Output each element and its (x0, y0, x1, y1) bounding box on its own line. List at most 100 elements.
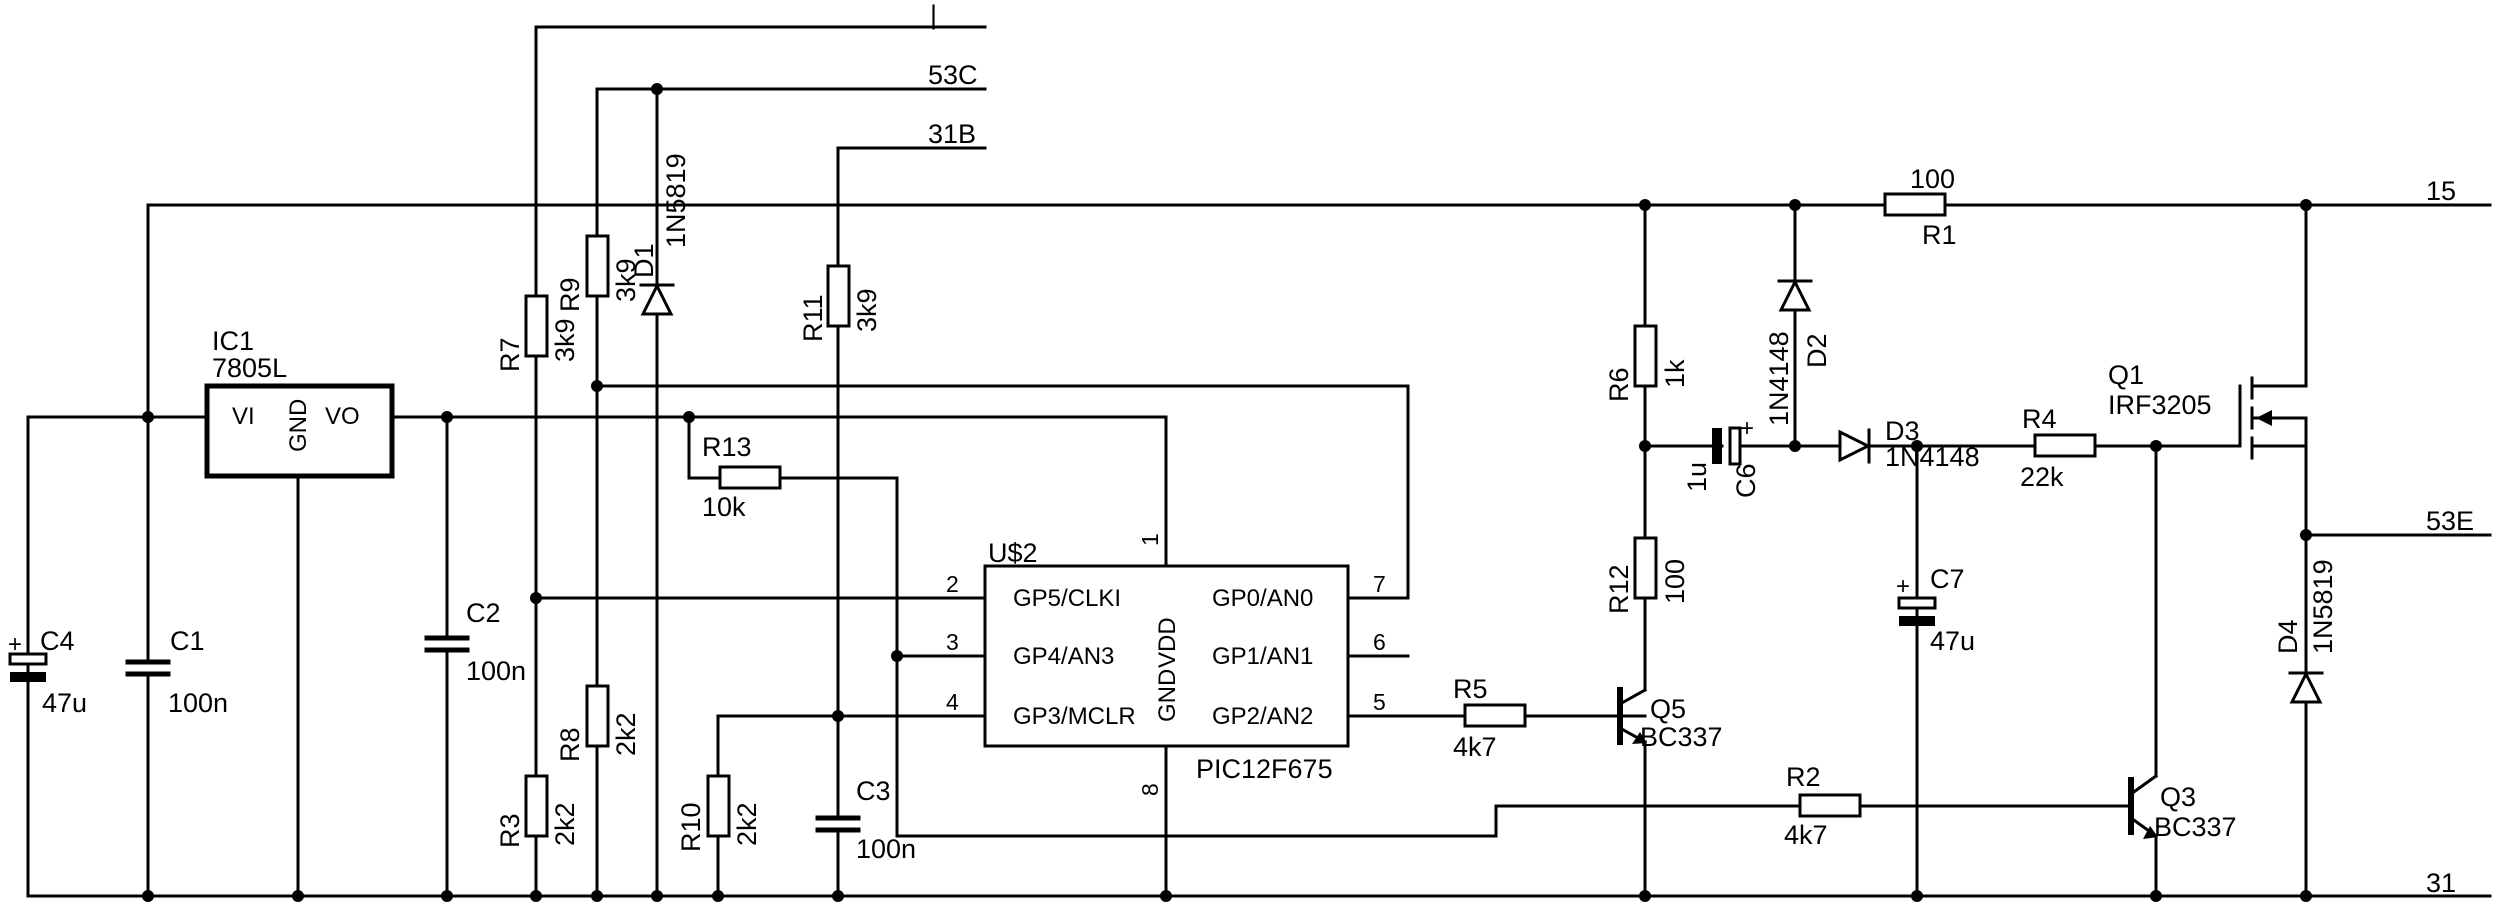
junction-dot (142, 411, 154, 423)
resistor-r1: 100 R1 (1883, 164, 1957, 250)
u2-ref: U$2 (988, 538, 1038, 568)
q5-collector (1617, 687, 1648, 707)
r7-value: 3k9 (550, 318, 580, 362)
resistor-r3: R3 2k2 (495, 774, 580, 848)
c4-plate-plus (8, 652, 48, 666)
junction-dot (712, 890, 724, 902)
ic1-regulator: IC1 7805L VI VO GND (204, 326, 395, 479)
r5-value: 4k7 (1453, 732, 1497, 762)
ic1-ref: IC1 (212, 326, 254, 356)
wires (26, 25, 2492, 898)
u2-pin-gp2: GP2/AN2 (1212, 703, 1313, 730)
d3-body (1838, 429, 1872, 463)
junction-dot (142, 890, 154, 902)
junction-dot (2150, 440, 2162, 452)
c3-ref: C3 (856, 776, 891, 806)
u2-pin-gp5: GP5/CLKI (1013, 585, 1121, 612)
d4-value: 1N5819 (2308, 559, 2338, 654)
r9-value: 3k9 (611, 258, 641, 302)
d2-ref: D2 (1802, 333, 1832, 368)
junctions (142, 83, 2312, 902)
c6-value: 1u (1682, 462, 1712, 492)
d3-value: 1N4148 (1885, 442, 1980, 472)
u2-value: PIC12F675 (1196, 754, 1333, 784)
c7-value: 47u (1930, 626, 1975, 656)
capacitor-c1: C1 100n (124, 626, 228, 718)
q1-ref: Q1 (2108, 360, 2144, 390)
r6-value: 1k (1660, 359, 1690, 388)
junction-dot (683, 411, 695, 423)
r13-value: 10k (702, 492, 746, 522)
d2-body (1778, 278, 1812, 312)
q3-emitter-arrow (2143, 826, 2158, 839)
net-label-53e: 53E (2426, 506, 2474, 536)
junction-dot (1160, 890, 1172, 902)
q3-collector (2128, 773, 2159, 797)
c6-plus-sign: + (1740, 415, 1754, 442)
u2-pin-gp0: GP0/AN0 (1212, 585, 1313, 612)
c4-plus-sign: + (8, 631, 22, 658)
r1-body (1883, 192, 1947, 217)
c1-ref: C1 (170, 626, 205, 656)
r6-ref: R6 (1604, 367, 1634, 402)
resistor-r11: R11 3k9 (798, 264, 882, 342)
r2-body (1798, 793, 1862, 818)
r4-value: 22k (2020, 462, 2064, 492)
capacitor-c7: + C7 47u (1896, 564, 1975, 656)
r5-ref: R5 (1453, 674, 1488, 704)
junction-dot (2300, 199, 2312, 211)
transistor-q5: Q5 BC337 (1523, 687, 1723, 752)
diode-d4: D4 1N5819 (2273, 559, 2338, 704)
q5-value: BC337 (1640, 722, 1723, 752)
u2-pin-number-5: 5 (1373, 689, 1386, 715)
resistor-r13: R13 10k (702, 432, 782, 522)
u2-pin-gp3: GP3/MCLR (1013, 703, 1136, 730)
r4-body (2033, 433, 2097, 458)
d3-ref: D3 (1885, 416, 1920, 446)
transistor-q1: Q1 IRF3205 (2108, 360, 2308, 460)
c2-ref: C2 (466, 598, 501, 628)
u2-pin-gp1: GP1/AN1 (1212, 643, 1313, 670)
r5-body (1463, 703, 1527, 728)
r6-body (1633, 324, 1658, 388)
u2-pin-number-1: 1 (1137, 533, 1163, 546)
c6-ref: C6 (1731, 463, 1761, 498)
r12-value: 100 (1660, 559, 1690, 604)
r9-body (585, 234, 610, 298)
c7-plate-minus (1899, 616, 1935, 626)
resistor-r10: R10 2k2 (676, 774, 762, 852)
r11-value: 3k9 (852, 288, 882, 332)
junction-dot (591, 890, 603, 902)
u2-body (983, 564, 1350, 748)
c4-value: 47u (42, 688, 87, 718)
net-label-31: 31 (2426, 868, 2456, 898)
q3-ref: Q3 (2160, 782, 2196, 812)
d2-value: 1N4148 (1764, 331, 1794, 426)
ic1-pin-gnd: GND (285, 399, 312, 452)
resistor-r7: R7 3k9 (495, 294, 580, 372)
junction-dot (651, 890, 663, 902)
u2-pin-gnd: GND (1154, 669, 1181, 722)
r3-value: 2k2 (550, 802, 580, 846)
junction-dot (2150, 890, 2162, 902)
r10-body (706, 774, 731, 838)
r9-ref: R9 (555, 277, 585, 312)
net-label-15: 15 (2426, 176, 2456, 206)
r11-body (826, 264, 851, 328)
net-label-31b: 31B (928, 119, 976, 149)
diode-d1: D1 1N5819 (629, 153, 691, 316)
r2-value: 4k7 (1784, 820, 1828, 850)
junction-dot (441, 411, 453, 423)
r2-ref: R2 (1786, 762, 1821, 792)
capacitor-c2: C2 100n (423, 598, 526, 686)
d1-body (640, 282, 674, 316)
c3-gap (814, 818, 862, 830)
c2-value: 100n (466, 656, 526, 686)
r4-ref: R4 (2022, 404, 2057, 434)
c7-plus-sign: + (1896, 573, 1910, 600)
c7-ref: C7 (1930, 564, 1965, 594)
resistor-r4: R4 22k (2020, 404, 2097, 492)
capacitor-c3: C3 100n (814, 776, 916, 864)
r8-ref: R8 (555, 727, 585, 762)
